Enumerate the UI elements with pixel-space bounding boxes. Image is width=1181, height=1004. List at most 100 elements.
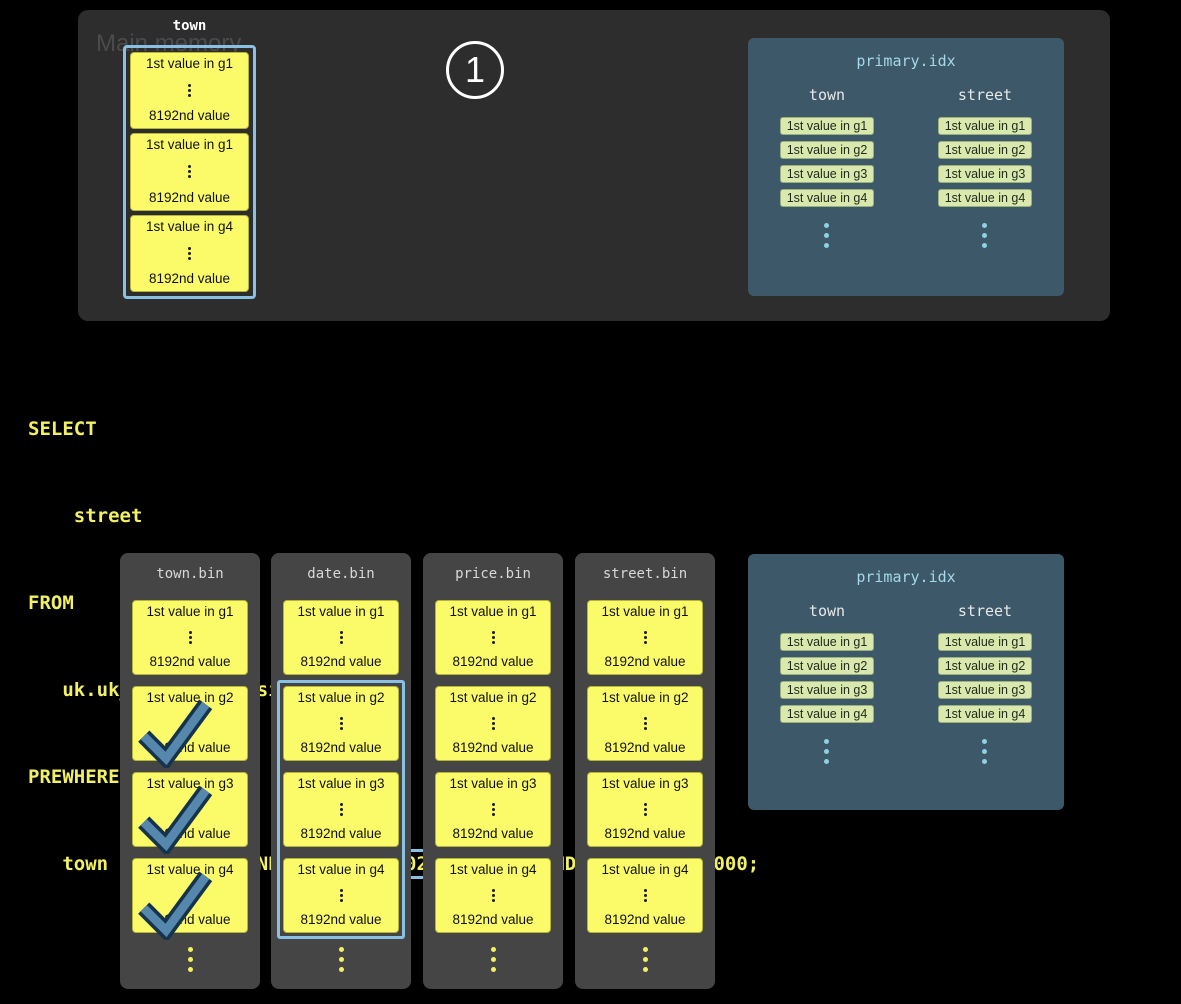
granule-block: 1st value in g1 8192nd value	[435, 600, 551, 675]
granule-last-value: 8192nd value	[452, 912, 534, 928]
idx-entry-chip: 1st value in g3	[779, 681, 875, 699]
granule-slot: 1st value in g1 8192nd value	[435, 600, 551, 675]
idx-column-label: street	[957, 602, 1013, 620]
idx-entry-chip: 1st value in g3	[937, 681, 1033, 699]
granule-slot: 1st value in g1 8192nd value	[132, 600, 248, 675]
granule-last-value: 8192nd value	[148, 189, 231, 205]
granule-first-value: 1st value in g1	[145, 137, 234, 153]
granule-first-value: 1st value in g2	[297, 690, 385, 705]
granule-block: 1st value in g1 8192nd value	[130, 133, 249, 211]
granule-first-value: 1st value in g1	[601, 604, 689, 619]
primary-idx-title: primary.idx	[856, 568, 956, 586]
primary-idx-panel-top: primary.idx town 1st value in g1 1st value …	[748, 38, 1064, 296]
vertical-dots-icon	[643, 631, 647, 644]
vertical-dots-icon	[491, 717, 495, 730]
sql-line-street: street	[28, 505, 143, 527]
more-granules-dots-icon	[120, 942, 260, 977]
granule-first-value: 1st value in g3	[449, 776, 537, 791]
idx-entry-chip: 1st value in g2	[937, 657, 1033, 675]
idx-entry-chip: 1st value in g1	[937, 633, 1033, 651]
granule-first-value: 1st value in g4	[601, 862, 689, 877]
idx-entry-chip: 1st value in g3	[937, 165, 1033, 183]
selected-granules-highlight	[277, 680, 405, 939]
idx-entry-chip: 1st value in g2	[779, 141, 875, 159]
vertical-dots-icon	[339, 803, 343, 816]
granule-block: 1st value in g2 8192nd value	[283, 686, 399, 761]
granule-last-value: 8192nd value	[604, 740, 686, 756]
granule-first-value: 1st value in g4	[145, 218, 234, 234]
sql-line-prewhere: PREWHERE	[28, 766, 120, 788]
vertical-dots-icon	[643, 889, 647, 902]
more-granules-dots-icon	[423, 942, 563, 977]
vertical-dots-icon	[491, 631, 495, 644]
granule-first-value: 1st value in g4	[146, 862, 234, 877]
more-rows-dots-icon	[982, 218, 988, 253]
vertical-dots-icon	[188, 803, 192, 816]
step-number: 1	[464, 49, 486, 90]
vertical-dots-icon	[339, 717, 343, 730]
vertical-dots-icon	[188, 717, 192, 730]
idx-columns: town 1st value in g1 1st value in g2 1st va…	[748, 602, 1064, 769]
more-rows-dots-icon	[982, 734, 988, 769]
granule-last-value: 8192nd value	[300, 912, 382, 928]
granule-last-value: 8192nd value	[604, 654, 686, 670]
granule-last-value: 8192nd value	[452, 654, 534, 670]
idx-columns: town 1st value in g1 1st value in g2 1st va…	[748, 86, 1064, 253]
granule-first-value: 1st value in g1	[146, 604, 234, 619]
bin-title: date.bin	[307, 566, 375, 582]
granule-block: 1st value in g4 8192nd value	[130, 214, 249, 292]
granule-first-value: 1st value in g3	[601, 776, 689, 791]
more-rows-dots-icon	[824, 218, 830, 253]
vertical-dots-icon	[491, 803, 495, 816]
vertical-dots-icon	[188, 165, 191, 179]
primary-idx-title: primary.idx	[856, 52, 956, 70]
granule-last-value: 8192nd value	[148, 108, 231, 124]
vertical-dots-icon	[188, 889, 192, 902]
granule-last-value: 8192nd value	[300, 740, 382, 756]
bin-title: town.bin	[156, 566, 224, 582]
step-1-badge: 1	[446, 41, 504, 99]
bin-title: price.bin	[455, 566, 531, 582]
granule-slot: 1st value in g2 8192nd value	[283, 686, 399, 761]
granule-last-value: 8192nd value	[149, 654, 231, 670]
idx-entry-chip: 1st value in g1	[779, 117, 875, 135]
more-granules-dots-icon	[575, 942, 715, 977]
idx-column-label: town	[808, 86, 846, 104]
vertical-dots-icon	[188, 246, 191, 260]
idx-entry-chip: 1st value in g3	[779, 165, 875, 183]
granule-last-value: 8192nd value	[148, 271, 231, 287]
more-granules-dots-icon	[271, 942, 411, 977]
granule-first-value: 1st value in g3	[146, 776, 234, 791]
granule-first-value: 1st value in g1	[449, 604, 537, 619]
granule-last-value: 8192nd value	[452, 740, 534, 756]
idx-entry-chip: 1st value in g4	[779, 189, 875, 207]
idx-column-label: town	[808, 602, 846, 620]
vertical-dots-icon	[491, 889, 495, 902]
idx-column: town 1st value in g1 1st value in g2 1st va…	[779, 86, 875, 253]
idx-entry-chip: 1st value in g4	[937, 705, 1033, 723]
idx-entry-chip: 1st value in g4	[937, 189, 1033, 207]
